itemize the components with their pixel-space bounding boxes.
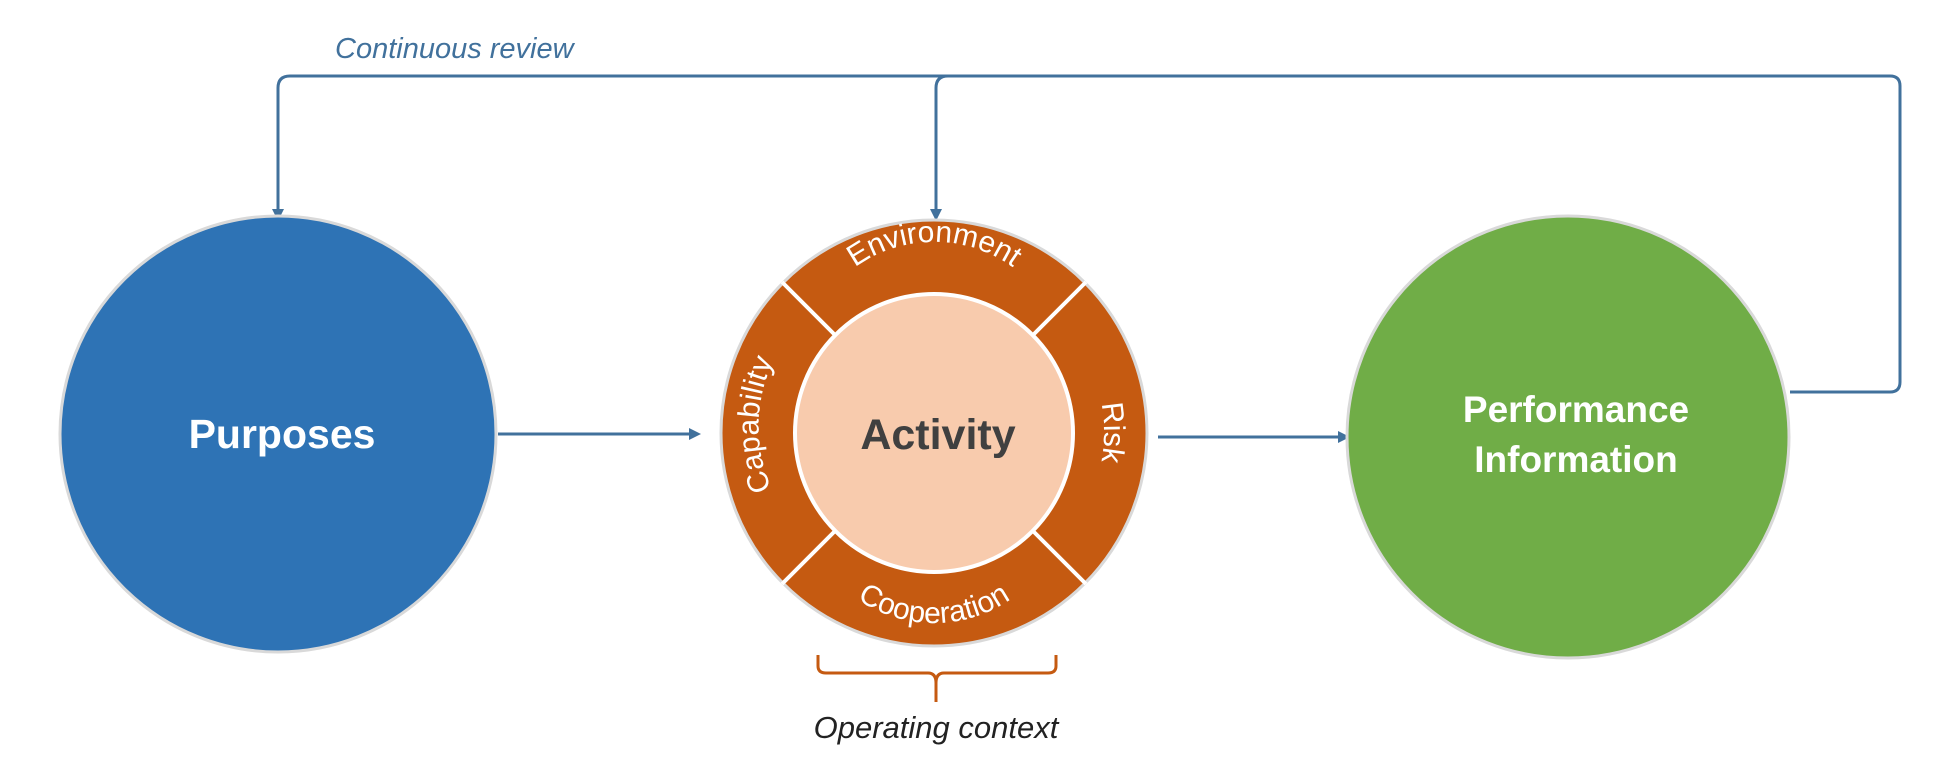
activity-node: Activity Environment Cooperation Capabil…	[719, 216, 1149, 648]
operating-context-bracket	[816, 655, 1058, 702]
segment-dividers	[780, 280, 1088, 586]
feedback-line-to-activity	[930, 74, 1050, 221]
segment-risk: Risk	[1094, 400, 1130, 466]
purposes-label: Purposes	[189, 411, 376, 457]
performance-information-node: Performance Information	[1345, 214, 1791, 660]
performance-label-line2: Information	[1474, 439, 1677, 480]
performance-label-line1: Performance	[1463, 389, 1689, 430]
purposes-node: Purposes	[58, 214, 498, 654]
activity-label: Activity	[860, 411, 1015, 459]
feedback-loop	[272, 74, 1902, 394]
feedback-line-to-purposes	[272, 74, 1902, 394]
activity-core	[793, 292, 1075, 574]
continuous-review-label: Continuous review	[335, 33, 576, 65]
operating-context-label: Operating context	[814, 710, 1060, 745]
